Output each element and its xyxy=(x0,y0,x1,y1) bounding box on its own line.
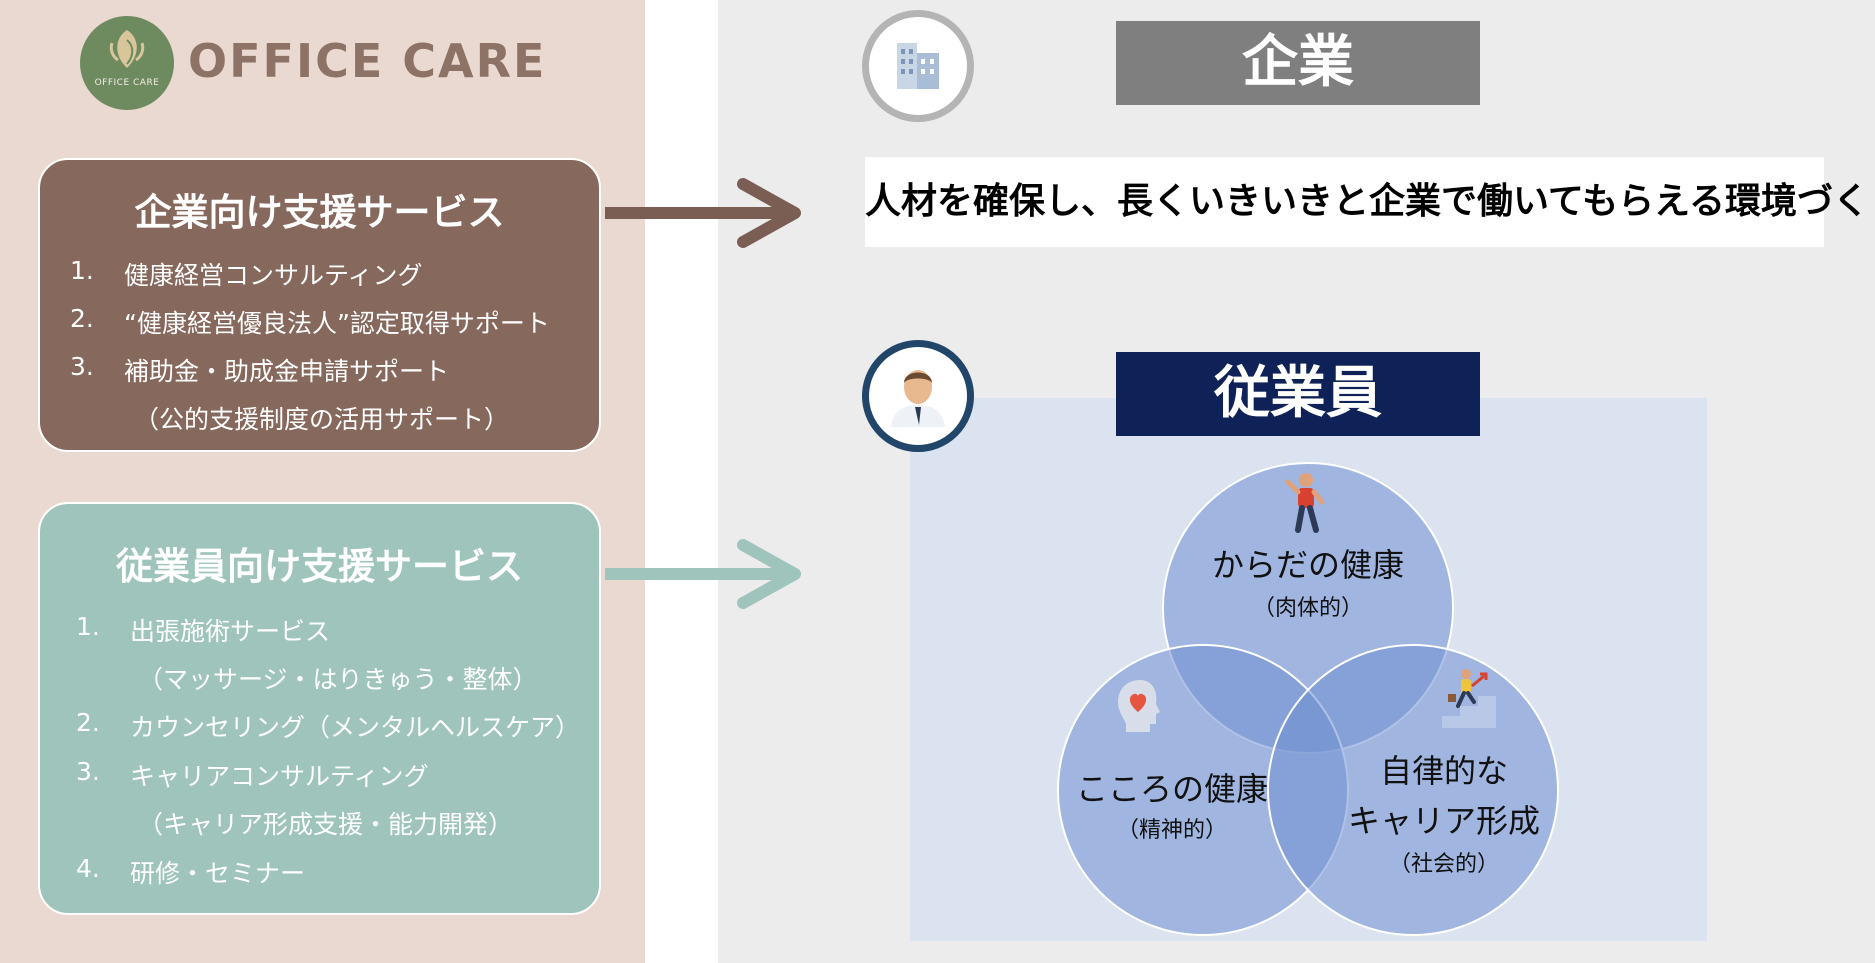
head-heart-icon xyxy=(1118,680,1160,732)
employee-item-number: 1. xyxy=(76,612,100,641)
logo-badge: OFFICE CARE xyxy=(80,16,174,110)
corporate-item-number: 1. xyxy=(70,256,94,285)
corporate-item-text: “健康経営優良法人”認定取得サポート xyxy=(124,309,550,338)
corporate-item-text: 健康経営コンサルティング xyxy=(124,261,423,290)
venn-mind-title: こころの健康 xyxy=(1075,770,1268,808)
employee-item-text: キャリアコンサルティング xyxy=(130,762,429,791)
venn-career-title-line1: 自律的な xyxy=(1379,752,1508,790)
venn-body-subtitle: （肉体的） xyxy=(1252,596,1363,621)
employee-item-text: （マッサージ・はりきゅう・整体） xyxy=(138,665,538,694)
venn-career-title-line2: キャリア形成 xyxy=(1347,802,1540,840)
corporate-item-text: 補助金・助成金申請サポート xyxy=(124,357,450,386)
leaf-icon xyxy=(109,30,145,68)
employee-services-box: 従業員向け支援サービス 1. 出張施術サービス （マッサージ・はりきゅう・整体）… xyxy=(38,502,601,915)
corporate-icon-circle xyxy=(862,10,974,122)
climbing-stairs-icon xyxy=(1442,669,1496,728)
employee-item-number: 3. xyxy=(76,757,100,786)
employee-item-number: 4. xyxy=(76,854,100,883)
employee-icon-circle xyxy=(862,340,974,452)
logo-badge-text: OFFICE CARE xyxy=(94,78,160,88)
corporate-item-number: 2. xyxy=(70,304,94,333)
employee-item-text: 研修・セミナー xyxy=(130,859,306,888)
employee-avatar-icon xyxy=(891,370,945,427)
exercising-person-icon xyxy=(1285,473,1325,533)
corporate-goal: 人材を確保し、長くいきいきと企業で働いてもらえる環境づくり xyxy=(865,157,1875,247)
employee-item-number: 2. xyxy=(76,708,100,737)
corporate-item-number: 3. xyxy=(70,352,94,381)
employee-heading: 従業員 xyxy=(1116,352,1480,436)
employee-item-text: 出張施術サービス xyxy=(130,617,331,646)
logo-wordmark: OFFICE CARE xyxy=(188,34,547,88)
venn-body-title: からだの健康 xyxy=(1211,546,1404,584)
corporate-services-box: 企業向け支援サービス 1. 健康経営コンサルティング 2. “健康経営優良法人”… xyxy=(38,158,601,452)
employee-item-text: カウンセリング（メンタルヘルスケア） xyxy=(130,713,581,742)
office-building-icon xyxy=(897,43,939,89)
corporate-arrow xyxy=(605,178,801,248)
venn-mind-subtitle: （精神的） xyxy=(1116,818,1227,843)
corporate-services-title: 企業向け支援サービス xyxy=(134,191,505,234)
employee-item-text: （キャリア形成支援・能力開発） xyxy=(138,810,514,839)
venn-career-subtitle: （社会的） xyxy=(1388,852,1499,877)
employee-services-title: 従業員向け支援サービス xyxy=(116,545,523,588)
corporate-item-text: （公的支援制度の活用サポート） xyxy=(134,405,510,434)
corporate-heading: 企業 xyxy=(1116,21,1480,105)
employee-arrow xyxy=(605,539,801,609)
